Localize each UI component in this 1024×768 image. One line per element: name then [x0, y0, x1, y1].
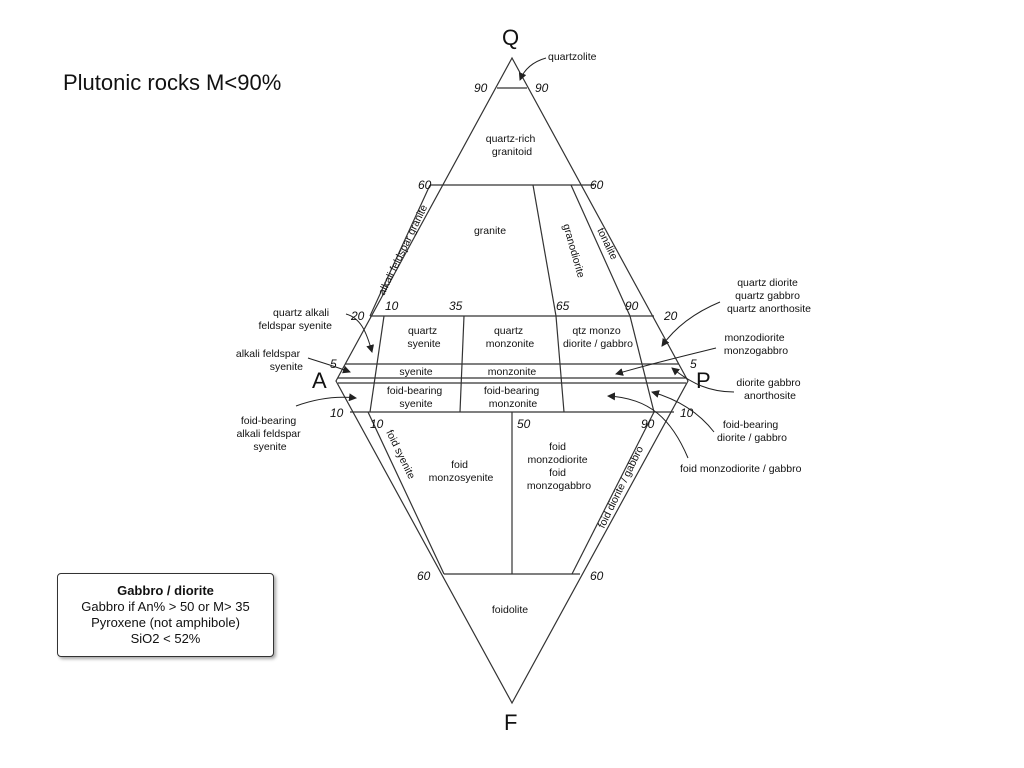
field-granodiorite: granodiorite	[560, 223, 587, 280]
field-quartz-monzonite: quartz monzonite	[486, 325, 535, 350]
scale-65-top: 65	[556, 299, 570, 313]
callout-foid-monzodiorite: foid monzodiorite / gabbro	[680, 463, 802, 475]
scale-20-left: 20	[350, 309, 365, 323]
scale-90-left: 90	[474, 81, 488, 95]
div-q-alkali	[369, 315, 385, 413]
callout-alkali-syenite-arrow	[307, 357, 351, 374]
div-q-35	[459, 315, 465, 413]
scale-10-right: 10	[680, 406, 694, 420]
vertex-q: Q	[502, 25, 519, 50]
vertex-p: P	[696, 368, 711, 393]
info-box-line-1: Gabbro if An% > 50 or M> 35	[81, 599, 250, 614]
callout-quartz-alkali: quartz alkali feldspar syenite	[258, 307, 332, 332]
scale-20-right: 20	[663, 309, 678, 323]
callout-foid-monzodiorite-arrow	[607, 392, 689, 459]
diamond-outline	[335, 56, 689, 705]
field-foid-monzodiorite: foid monzodiorite foid monzogabbro	[527, 441, 591, 492]
field-foidolite: foidolite	[492, 604, 528, 616]
info-box-line-3: SiO2 < 52%	[130, 631, 201, 646]
div-f-10	[367, 411, 445, 575]
scale-60-lower-left: 60	[417, 569, 431, 583]
scale-60-left: 60	[418, 178, 432, 192]
div-q-65	[555, 315, 565, 413]
scale-90-top: 90	[625, 299, 639, 313]
field-granite: granite	[474, 225, 506, 237]
scale-5-left: 5	[330, 357, 337, 371]
callout-monzodiorite: monzodiorite monzogabbro	[724, 332, 788, 357]
callout-quartzolite-arrow	[518, 57, 547, 81]
field-foid-bearing-monzonite: foid-bearing monzonite	[484, 385, 542, 410]
info-box-heading: Gabbro / diorite	[117, 583, 214, 598]
callout-quartzolite: quartzolite	[548, 51, 597, 63]
callout-quartz-alkali-arrow	[345, 313, 375, 353]
scale-50-bottom: 50	[517, 417, 531, 431]
field-alkali-feldspar-granite: alkali feldspar granite	[376, 203, 430, 298]
callout-monzodiorite-arrow	[615, 347, 717, 376]
field-quartz-rich: quartz-rich granitoid	[486, 133, 539, 158]
scale-10-bottom: 10	[370, 417, 384, 431]
field-monzonite: monzonite	[488, 366, 537, 378]
callout-foid-bearing-diorite: foid-bearing diorite / gabbro	[717, 419, 787, 444]
scale-35-top: 35	[449, 299, 463, 313]
field-quartz-syenite: quartz syenite	[407, 325, 440, 350]
scale-10-left: 10	[330, 406, 344, 420]
scale-60-lower-right: 60	[590, 569, 604, 583]
field-foid-bearing-syenite: foid-bearing syenite	[387, 385, 445, 410]
callout-diorite-gabbro: diorite gabbro anorthosite	[736, 377, 803, 402]
scale-60-right: 60	[590, 178, 604, 192]
callout-quartz-diorite: quartz diorite quartz gabbro quartz anor…	[727, 277, 811, 315]
callout-foid-bearing-alkali: foid-bearing alkali feldspar syenite	[236, 415, 303, 453]
scale-90-right: 90	[535, 81, 549, 95]
scale-5-right: 5	[690, 357, 697, 371]
div-f-90	[571, 411, 655, 575]
callout-alkali-syenite: alkali feldspar syenite	[236, 348, 303, 373]
callout-foid-bearing-alkali-arrow	[295, 393, 357, 407]
field-foid-monzosyenite: foid monzosyenite	[429, 459, 494, 484]
vertex-f: F	[504, 710, 517, 735]
info-box: Gabbro / diorite Gabbro if An% > 50 or M…	[57, 573, 274, 657]
field-syenite: syenite	[399, 366, 432, 378]
callout-foid-bearing-diorite-arrow	[651, 390, 715, 433]
div-granodiorite-tonalite	[570, 184, 631, 317]
info-box-line-2: Pyroxene (not amphibole)	[91, 615, 240, 630]
scale-90-bottom: 90	[641, 417, 655, 431]
div-alkali-granite	[369, 184, 431, 317]
scale-10-top: 10	[385, 299, 399, 313]
callout-quartz-diorite-arrow	[661, 301, 721, 347]
field-qtz-monzo: qtz monzo diorite / gabbro	[563, 325, 633, 350]
div-granite-granodiorite	[532, 184, 557, 317]
callout-diorite-gabbro-arrow	[671, 367, 735, 393]
div-q-90	[629, 315, 655, 413]
field-foid-diorite: foid diorite / gabbro	[596, 444, 646, 530]
vertex-a: A	[312, 368, 327, 393]
page-title: Plutonic rocks M<90%	[63, 70, 282, 95]
